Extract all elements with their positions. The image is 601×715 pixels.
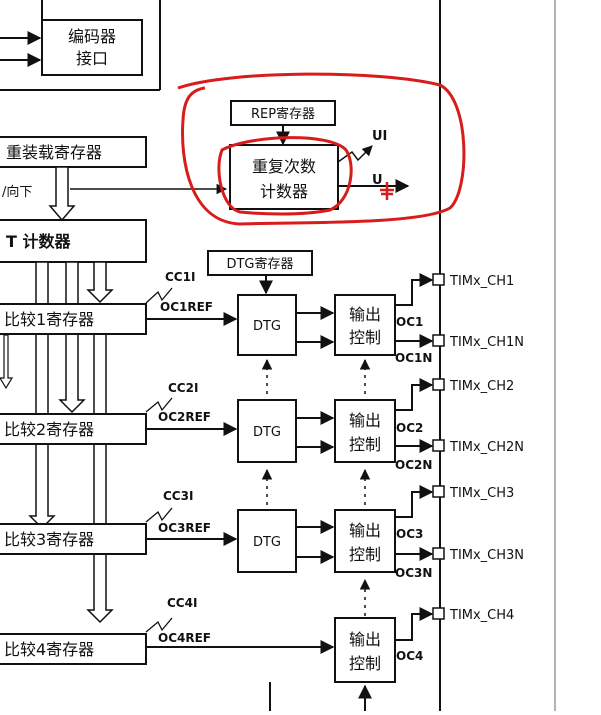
cc3i-label: CC3I: [163, 489, 193, 503]
tim-ch3-pin-label: TIMx_CH3: [449, 486, 514, 501]
cc1i-label: CC1I: [165, 270, 195, 284]
output-control-2-label-1: 输出: [349, 411, 381, 430]
ui-label: UI: [372, 129, 387, 144]
repetition-counter-block: 重复次数 计数器 UI U: [229, 129, 410, 210]
tim-ch2-pin-label: TIMx_CH2: [449, 379, 514, 394]
output-control-2-label-2: 控制: [349, 435, 381, 454]
counter-label: T 计数器: [6, 232, 71, 251]
oc4ref-label: OC4REF: [158, 631, 211, 645]
dtg-register-block: DTG寄存器: [207, 250, 313, 295]
channel-2: 比较2寄存器 CC2I OC2REF DTG 输出 控制 OC2 OC2N TI…: [0, 378, 524, 472]
encoder-interface-block: 编码器 接口: [0, 0, 143, 76]
repetition-counter-label-2: 计数器: [260, 182, 308, 201]
dtg-3-label: DTG: [253, 535, 281, 550]
encoder-interface-label-2: 接口: [76, 49, 108, 68]
oc1ref-label: OC1REF: [160, 300, 213, 314]
output-control-4-label-1: 输出: [349, 630, 381, 649]
output-control-3-label-2: 控制: [349, 545, 381, 564]
channel-3: 比较3寄存器 CC3I OC3REF DTG 输出 控制 OC3 OC3N TI…: [0, 485, 524, 580]
dtg-1-label: DTG: [253, 319, 281, 334]
u-label: U: [372, 173, 383, 188]
auto-reload-register-label: 重装载寄存器: [6, 143, 102, 162]
repetition-counter-label-1: 重复次数: [252, 157, 316, 176]
oc3-label: OC3: [396, 527, 423, 541]
output-control-1-label-1: 输出: [349, 305, 381, 324]
oc2n-label: OC2N: [395, 458, 432, 472]
tim-ch4-pin-label: TIMx_CH4: [449, 608, 514, 623]
compare-register-2-label: 比较2寄存器: [4, 420, 94, 439]
compare-register-4-label: 比较4寄存器: [4, 640, 94, 659]
oc1-label: OC1: [396, 315, 423, 329]
tim-ch3n-pin-label: TIMx_CH3N: [449, 548, 524, 563]
red-annotation: [177, 72, 466, 226]
tim-ch1-pin-label: TIMx_CH1: [449, 274, 514, 289]
cc2i-label: CC2I: [168, 381, 198, 395]
rep-register-label: REP寄存器: [251, 106, 315, 122]
oc2-label: OC2: [396, 421, 423, 435]
cc4i-label: CC4I: [167, 596, 197, 610]
tim-ch1n-pin-label: TIMx_CH1N: [449, 335, 524, 350]
oc3n-label: OC3N: [395, 566, 432, 580]
oc3ref-label: OC3REF: [158, 521, 211, 535]
auto-reload-register-block: 重装载寄存器: [0, 136, 147, 168]
encoder-interface-label-1: 编码器: [68, 27, 116, 46]
output-control-3-label-1: 输出: [349, 521, 381, 540]
reload-to-counter-arrow: [48, 166, 76, 222]
compare-register-1-label: 比较1寄存器: [4, 310, 94, 329]
oc2ref-label: OC2REF: [158, 410, 211, 424]
oc1n-label: OC1N: [395, 351, 432, 365]
channel-1: 比较1寄存器 CC1I OC1REF DTG 输出 控制 OC1 OC1N TI…: [0, 270, 524, 365]
output-control-1-label-2: 控制: [349, 328, 381, 347]
dtg-2-label: DTG: [253, 425, 281, 440]
counter-block: T 计数器: [0, 219, 147, 263]
up-down-label: /向下: [2, 184, 32, 200]
tim-ch2n-pin-label: TIMx_CH2N: [449, 440, 524, 455]
oc4-label: OC4: [396, 649, 423, 663]
channel-4: 比较4寄存器 CC4I OC4REF 输出 控制 OC4 TIMx_CH4: [0, 596, 514, 683]
rep-register-block: REP寄存器: [230, 100, 336, 146]
dtg-register-label: DTG寄存器: [226, 256, 293, 272]
dashed-links: [261, 358, 371, 616]
compare-register-3-label: 比较3寄存器: [4, 530, 94, 549]
output-control-4-label-2: 控制: [349, 654, 381, 673]
